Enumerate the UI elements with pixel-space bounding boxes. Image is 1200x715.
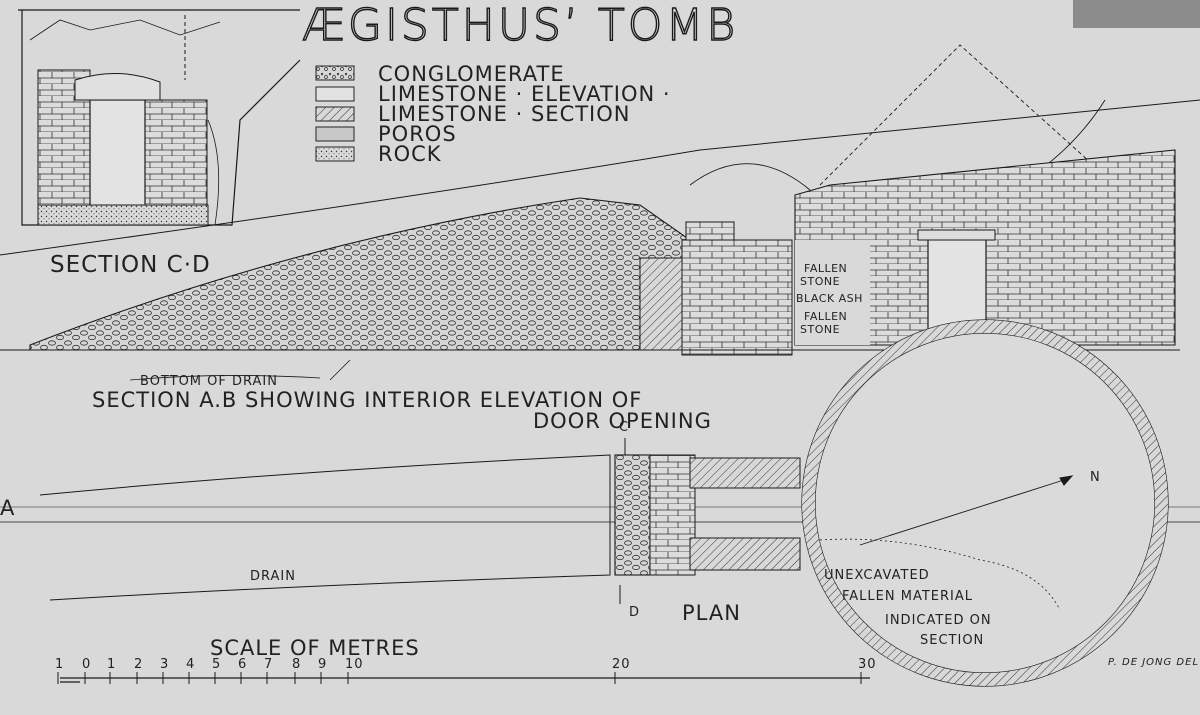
- drawing-title: ÆGISTHUS’ TOMB: [302, 0, 738, 51]
- scale-tick-label: 8: [292, 657, 301, 672]
- fallen-stone-label-1a: FALLEN: [804, 262, 847, 275]
- drain-label: DRAIN: [250, 569, 296, 584]
- section-cd-title: SECTION C·D: [50, 252, 211, 278]
- scale-tick-label: 0: [82, 657, 91, 672]
- scale-tick-label: 30: [858, 657, 877, 672]
- north-arrow-label: N: [1090, 470, 1101, 485]
- legend-label-rock: ROCK: [378, 142, 442, 166]
- unexcavated-note-2: FALLEN MATERIAL: [842, 589, 973, 604]
- unexcavated-note-3: INDICATED ON: [885, 613, 992, 628]
- scale-tick-label: 6: [238, 657, 247, 672]
- door-opening-label: DOOR OPENING: [533, 409, 712, 433]
- section-ab-title: SECTION A.B SHOWING INTERIOR ELEVATION O…: [92, 388, 642, 412]
- scale-tick-label: 20: [612, 657, 631, 672]
- door-marker-c: C: [619, 420, 629, 435]
- unexcavated-note-4: SECTION: [920, 633, 984, 648]
- artist-signature: P. DE JONG DEL: [1108, 657, 1199, 668]
- scale-bar: [57, 672, 870, 684]
- scale-tick-label: 10: [345, 657, 364, 672]
- plan-drawing: [0, 319, 1200, 687]
- scale-title: SCALE OF METRES: [210, 636, 420, 660]
- unexcavated-note-1: UNEXCAVATED: [824, 568, 930, 583]
- scale-tick-label: 7: [264, 657, 273, 672]
- corner-patch: [1073, 0, 1200, 28]
- a-marker: A: [0, 496, 15, 520]
- scale-tick-label: 9: [318, 657, 327, 672]
- door-marker-d: D: [629, 605, 640, 620]
- scale-tick-label: 2: [134, 657, 143, 672]
- fallen-stone-label-2b: STONE: [800, 323, 840, 336]
- legend-swatch-limestone-section: [315, 106, 355, 122]
- scale-tick-label: 3: [160, 657, 169, 672]
- bottom-of-drain-label: BOTTOM OF DRAIN: [140, 374, 278, 389]
- legend-swatch-conglomerate: [315, 65, 355, 81]
- legend-swatch-poros: [315, 126, 355, 142]
- plan-title: PLAN: [682, 601, 741, 625]
- legend-label-conglomerate: CONGLOMERATE: [378, 62, 565, 86]
- fallen-stone-label-1b: STONE: [800, 275, 840, 288]
- scale-tick-label: 1: [107, 657, 116, 672]
- scale-tick-label: 4: [186, 657, 195, 672]
- black-ash-label: BLACK ASH: [796, 292, 863, 305]
- section-cd-drawing: [18, 9, 301, 226]
- legend-label-limestone-section: LIMESTONE · SECTION: [378, 102, 631, 126]
- legend-label-poros: POROS: [378, 122, 457, 146]
- legend-swatch-rock: [315, 146, 355, 162]
- legend: CONGLOMERATE LIMESTONE · ELEVATION · LIM…: [315, 62, 671, 166]
- legend-label-limestone-elevation: LIMESTONE · ELEVATION ·: [378, 82, 671, 106]
- scale-tick-label: 1: [55, 657, 64, 672]
- legend-swatch-limestone-elevation: [315, 86, 355, 102]
- scale-tick-label: 5: [212, 657, 221, 672]
- fallen-stone-label-2a: FALLEN: [804, 310, 847, 323]
